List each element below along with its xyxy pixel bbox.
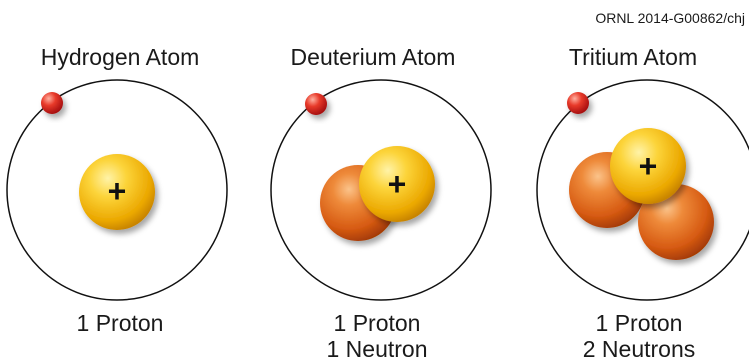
proton-count-label: 1 Proton — [595, 310, 683, 336]
orbit-ring — [536, 79, 749, 301]
hydrogen-atom-title: Hydrogen Atom — [40, 44, 200, 70]
tritium-atom-title: Tritium Atom — [568, 44, 698, 70]
hydrogen-caption: 1 Proton — [0, 310, 245, 336]
neutron — [638, 184, 714, 260]
orbit-ring — [6, 79, 228, 301]
proton-plus-sign: + — [108, 173, 127, 209]
proton — [359, 146, 435, 222]
proton — [79, 154, 155, 230]
tritium-atom: + — [536, 79, 749, 301]
figure-credit: ORNL 2014-G00862/chj — [595, 10, 745, 26]
proton-plus-sign: + — [639, 148, 658, 184]
deuterium-atom-title: Deuterium Atom — [290, 44, 456, 70]
proton-plus-sign: + — [388, 166, 407, 202]
electron — [305, 93, 327, 115]
electron — [567, 92, 589, 114]
deuterium-caption: 1 Proton 1 Neutron — [252, 310, 502, 362]
proton-count-label: 1 Proton — [333, 310, 421, 336]
proton — [610, 128, 686, 204]
neutron-count-label: 2 Neutrons — [582, 336, 696, 362]
neutron-count-label: 1 Neutron — [326, 336, 428, 362]
deuterium-atom: + — [270, 79, 492, 301]
tritium-caption: 1 Proton 2 Neutrons — [514, 310, 749, 362]
orbit-ring — [270, 79, 492, 301]
hydrogen-atom: + — [6, 79, 228, 301]
proton-count-label: 1 Proton — [76, 310, 164, 336]
electron — [41, 92, 63, 114]
